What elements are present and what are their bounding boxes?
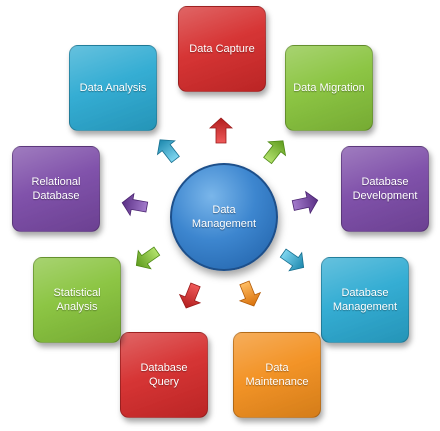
center-hub-label: Data Management — [191, 204, 257, 230]
arrow-to-data-analysis — [150, 132, 185, 167]
center-hub-data-management: Data Management — [170, 163, 278, 271]
node-relational-database: Relational Database — [12, 146, 100, 232]
node-statistical-analysis: Statistical Analysis — [33, 257, 121, 343]
node-label: Relational Database — [31, 176, 81, 202]
node-label: Data Analysis — [79, 82, 147, 94]
arrow-to-relational-database — [119, 191, 150, 219]
arrow-to-data-maintenance — [233, 278, 265, 311]
node-database-development: Database Development — [341, 146, 429, 232]
node-label: Database Development — [352, 176, 418, 202]
node-data-analysis: Data Analysis — [69, 45, 157, 131]
node-database-query: Database Query — [120, 332, 208, 418]
node-label: Database Management — [332, 287, 398, 313]
node-label: Data Capture — [189, 43, 255, 55]
node-label: Statistical Analysis — [53, 287, 101, 313]
arrow-to-database-query — [175, 280, 207, 313]
arrow-to-statistical-analysis — [129, 241, 164, 275]
node-label: Data Maintenance — [245, 362, 309, 388]
arrow-to-data-capture — [209, 117, 233, 144]
node-data-migration: Data Migration — [285, 45, 373, 131]
node-data-maintenance: Data Maintenance — [233, 332, 321, 418]
node-label: Database Query — [140, 362, 188, 388]
arrow-to-data-migration — [258, 133, 293, 168]
arrow-to-database-management — [276, 243, 311, 277]
node-data-capture: Data Capture — [178, 6, 266, 92]
node-database-management: Database Management — [321, 257, 409, 343]
arrow-to-database-development — [290, 189, 321, 217]
node-label: Data Migration — [293, 82, 365, 94]
